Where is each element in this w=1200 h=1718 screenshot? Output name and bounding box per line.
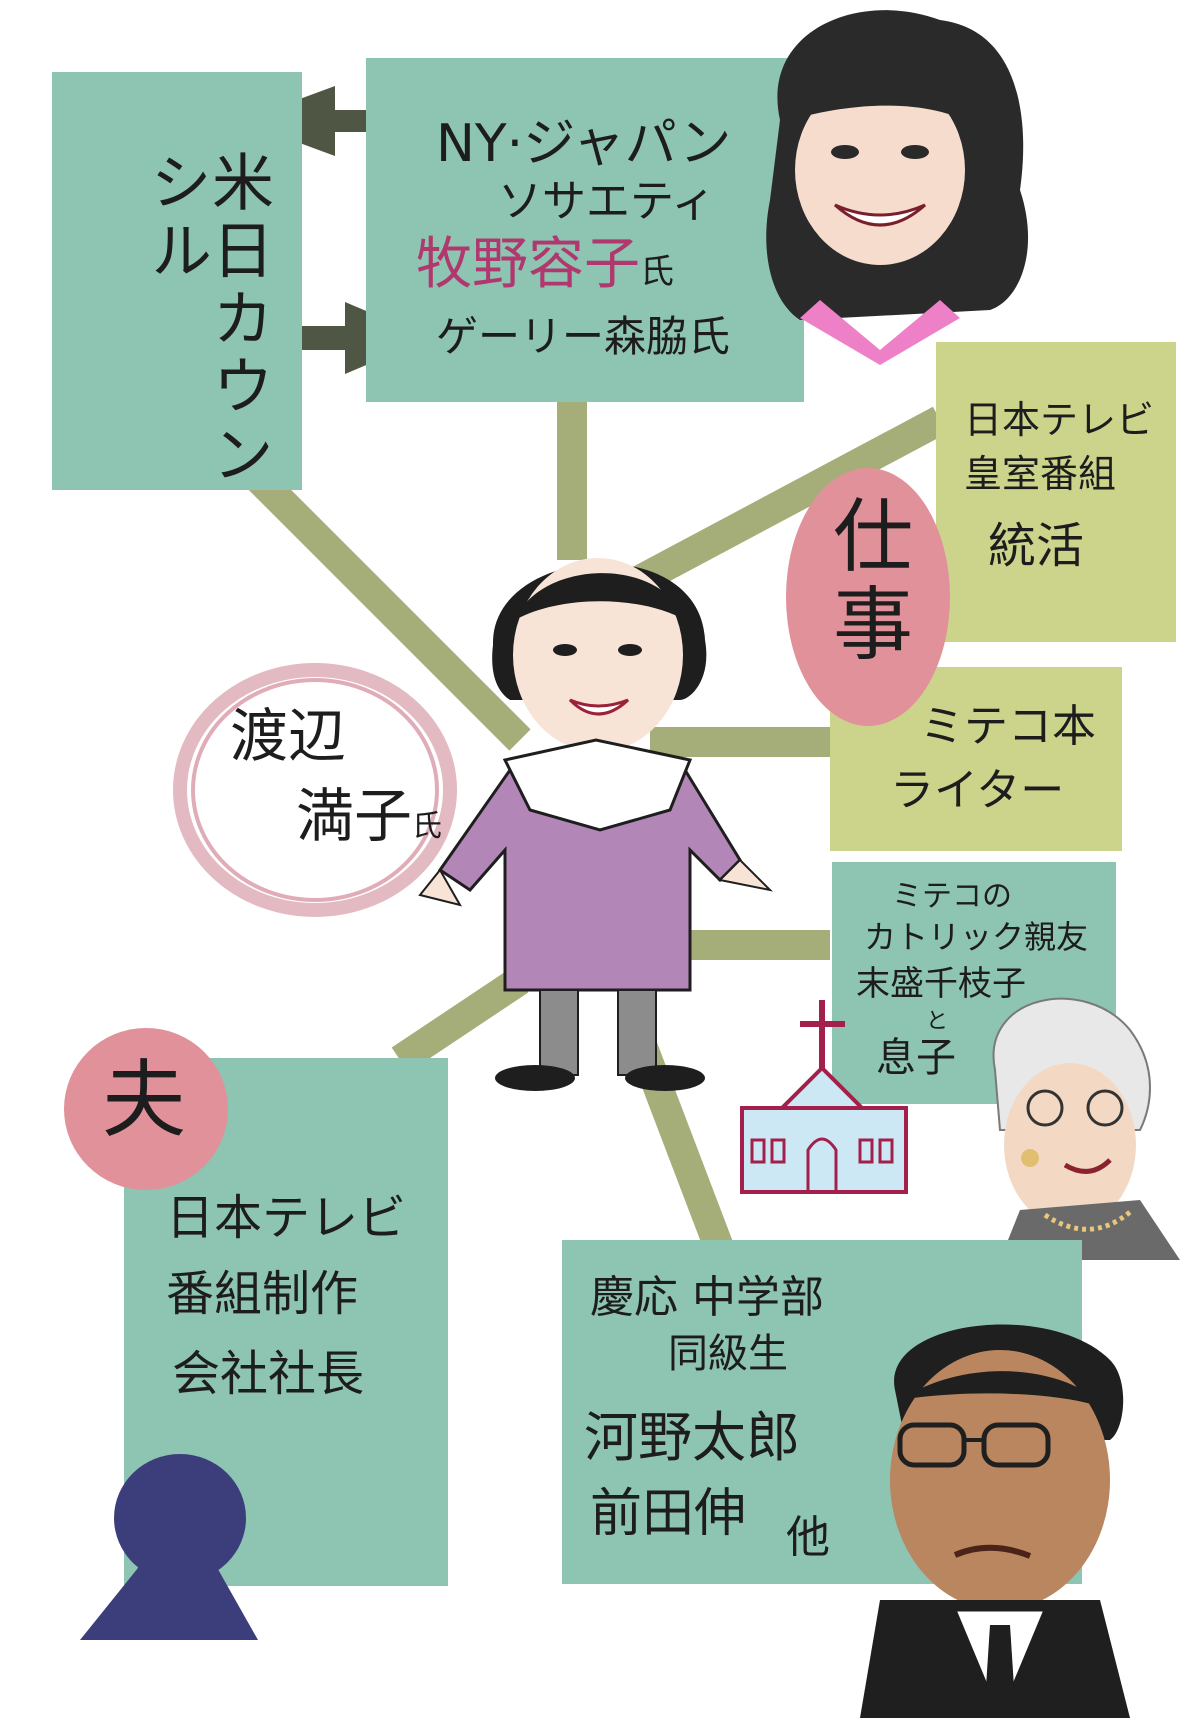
work-badge-label: 仕事: [820, 494, 913, 670]
kono-tie: [984, 1625, 1016, 1718]
ny-japan-society-box: NY·ジャパン ソサエティ 牧野容子氏 ゲーリー森脇氏: [366, 58, 804, 402]
keio-name2: 前田伸: [590, 1484, 747, 1544]
gary-moriwaki-name: ゲーリー森脇氏: [436, 312, 731, 361]
center-bangs: [515, 573, 685, 620]
makino-bangs: [790, 67, 975, 125]
work-item-imperial-line1: 日本テレビ: [964, 398, 1155, 442]
suemori-glasses-left: [1026, 1089, 1064, 1127]
work-item-writer-line2: ライター: [890, 765, 1065, 816]
suemori-necklace: [1043, 1210, 1132, 1232]
makino-face: [795, 75, 965, 265]
center-face: [513, 558, 683, 752]
husband-box-line3: 会社社長: [172, 1346, 365, 1402]
keio-line1: 慶応 中学部: [590, 1272, 824, 1323]
center-eye-left: [553, 644, 577, 656]
kono-glasses-right: [981, 1422, 1051, 1468]
work-item-imperial-line3: 統活: [988, 518, 1085, 574]
center-mouth: [568, 698, 630, 716]
catholic-friend-line3: 末盛千枝子: [856, 964, 1026, 1004]
makino-eye-right: [901, 145, 929, 159]
ny-japan-society-line2: ソサエティ: [498, 176, 716, 227]
keio-suffix: 他: [786, 1512, 830, 1563]
keio-line2: 同級生: [668, 1331, 788, 1377]
makino-smile: [834, 203, 926, 227]
us-japan-council-box: 米日カウンシル: [52, 72, 302, 490]
center-hand-right: [717, 858, 774, 892]
connector-council: [239, 459, 531, 751]
us-japan-council-label: 米日カウンシル: [139, 150, 274, 490]
work-item-writer-line1: ミテコ本: [920, 701, 1096, 752]
makino-eye-left: [831, 145, 859, 159]
center-name-scribble: [173, 663, 457, 917]
suemori-mouth: [1063, 1158, 1112, 1174]
work-item-imperial-box: 日本テレビ 皇室番組 統活: [936, 342, 1176, 642]
catholic-friend-son: 息子: [876, 1035, 956, 1081]
kono-hairline: [900, 1371, 1110, 1410]
work-item-imperial-line2: 皇室番組: [964, 452, 1117, 496]
watanabe-suffix: 氏: [412, 809, 443, 844]
connector-husband: [391, 967, 529, 1073]
kono-mouth: [953, 1544, 1032, 1559]
ny-japan-society-line1: NY·ジャパン: [436, 114, 732, 174]
watanabe-name-text: 満子: [296, 782, 413, 850]
husband-box-line1: 日本テレビ: [166, 1190, 407, 1246]
suemori-face: [1004, 1063, 1136, 1227]
husband-badge-label: 夫: [102, 1051, 187, 1149]
makino-collar: [800, 300, 960, 365]
center-shoe-right: [625, 1065, 705, 1091]
kono-glasses-left: [897, 1422, 967, 1468]
work-badge: 仕事: [786, 468, 950, 726]
center-shoe-left: [495, 1065, 575, 1091]
center-collar: [502, 738, 693, 832]
center-dress: [437, 768, 742, 992]
suemori-earring: [1021, 1149, 1039, 1167]
watanabe-name-line1: 渡辺: [230, 702, 347, 770]
keio-name1: 河野太郎: [584, 1406, 800, 1469]
catholic-friend-line1: ミテコの: [892, 879, 1012, 914]
suemori-glasses-right: [1086, 1089, 1124, 1127]
catholic-friend-connector: と: [926, 1009, 949, 1034]
makino-yoko-name-text: 牧野容子: [416, 232, 640, 297]
center-eye-right: [618, 644, 642, 656]
makino-yoko-name: 牧野容子氏: [416, 234, 674, 296]
watanabe-name-line2: 満子氏: [296, 782, 443, 850]
kono-face: [890, 1350, 1110, 1610]
husband-badge: 夫: [64, 1028, 228, 1190]
husband-box-line2: 番組制作: [166, 1266, 359, 1322]
center-hand-left: [418, 868, 463, 907]
makino-yoko-suffix: 氏: [640, 252, 674, 292]
connector-work-1: [632, 406, 948, 594]
catholic-friend-line2: カトリック親友: [864, 918, 1089, 956]
